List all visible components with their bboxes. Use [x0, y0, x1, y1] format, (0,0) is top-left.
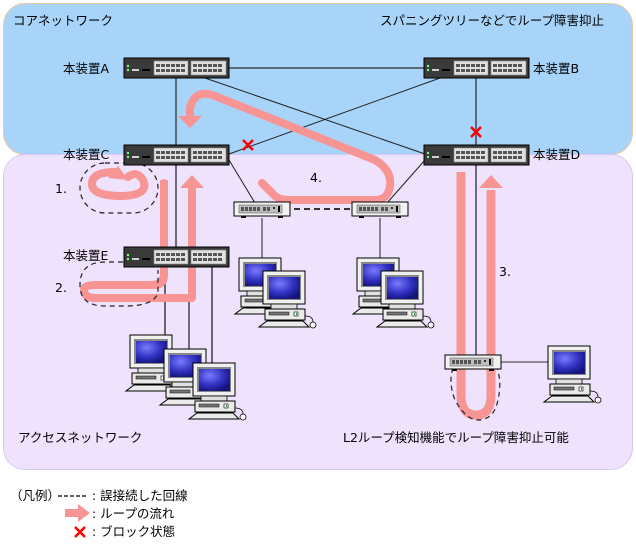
- loop-arrowhead-2: [180, 175, 204, 188]
- loop-label-4: 4.: [310, 170, 322, 185]
- core-network-zone: [3, 3, 633, 155]
- loop-arrowhead-3: [479, 175, 503, 188]
- loop-arrowhead-c: [178, 116, 202, 128]
- core-network-note: スパニングツリーなどでループ障害抑止: [380, 13, 605, 28]
- device-label-b: 本装置B: [533, 61, 580, 76]
- hub-1: [233, 201, 291, 219]
- pc-e-3: [188, 362, 247, 421]
- access-network-note: L2ループ検知機能でループ障害抑止可能: [343, 430, 569, 445]
- legend-block-x-text: : ブロック状態: [92, 524, 176, 539]
- switch-a: [123, 57, 230, 79]
- loop-arrowhead-1: [108, 166, 128, 180]
- loop-label-3: 3.: [499, 264, 511, 279]
- access-network-zone: [3, 154, 633, 470]
- device-label-d: 本装置D: [533, 147, 581, 162]
- legend-loop-arrow-text: : ループの流れ: [92, 506, 175, 521]
- legend-x-icon: [73, 525, 87, 539]
- loop-outline-3: [450, 367, 501, 421]
- loop-flow-4: [186, 89, 395, 204]
- switch-d: [423, 144, 530, 166]
- switch-c: [123, 144, 230, 166]
- hub-2: [351, 201, 409, 219]
- loop-detection-outlines: [79, 162, 501, 421]
- core-network-label: コアネットワーク: [13, 13, 114, 28]
- block-x-icon-c-b: [241, 138, 255, 152]
- loop-flow-3: [456, 172, 496, 420]
- hub-3: [444, 354, 502, 372]
- switch-b: [423, 57, 530, 79]
- device-label-e: 本装置E: [63, 248, 109, 263]
- device-label-c: 本装置C: [63, 147, 110, 162]
- access-network-label: アクセスネットワーク: [18, 430, 143, 445]
- loop-outline-1: [79, 162, 159, 214]
- switch-e: [123, 246, 230, 268]
- pc-hub2-front: [376, 270, 435, 329]
- cable-a-d: [204, 77, 426, 155]
- cable-c-hub1: [228, 159, 256, 204]
- pc-hub1-front: [258, 270, 317, 329]
- device-label-a: 本装置A: [63, 61, 110, 76]
- loop-label-2: 2.: [55, 280, 67, 295]
- legend-arrow-icon: [65, 504, 90, 522]
- cable-c-b: [228, 77, 441, 155]
- cables: [164, 67, 548, 366]
- legend-dashed-line-text: : 誤接続した回線: [92, 488, 188, 503]
- loop-outline-2: [79, 261, 159, 307]
- loop-flow-1: [88, 168, 149, 200]
- pc-hub3: [543, 345, 602, 404]
- loop-label-1: 1.: [55, 181, 67, 196]
- cable-d-hub2: [386, 159, 426, 204]
- legend-title: （凡例）: [10, 488, 61, 503]
- loop-arrowheads: [108, 116, 503, 188]
